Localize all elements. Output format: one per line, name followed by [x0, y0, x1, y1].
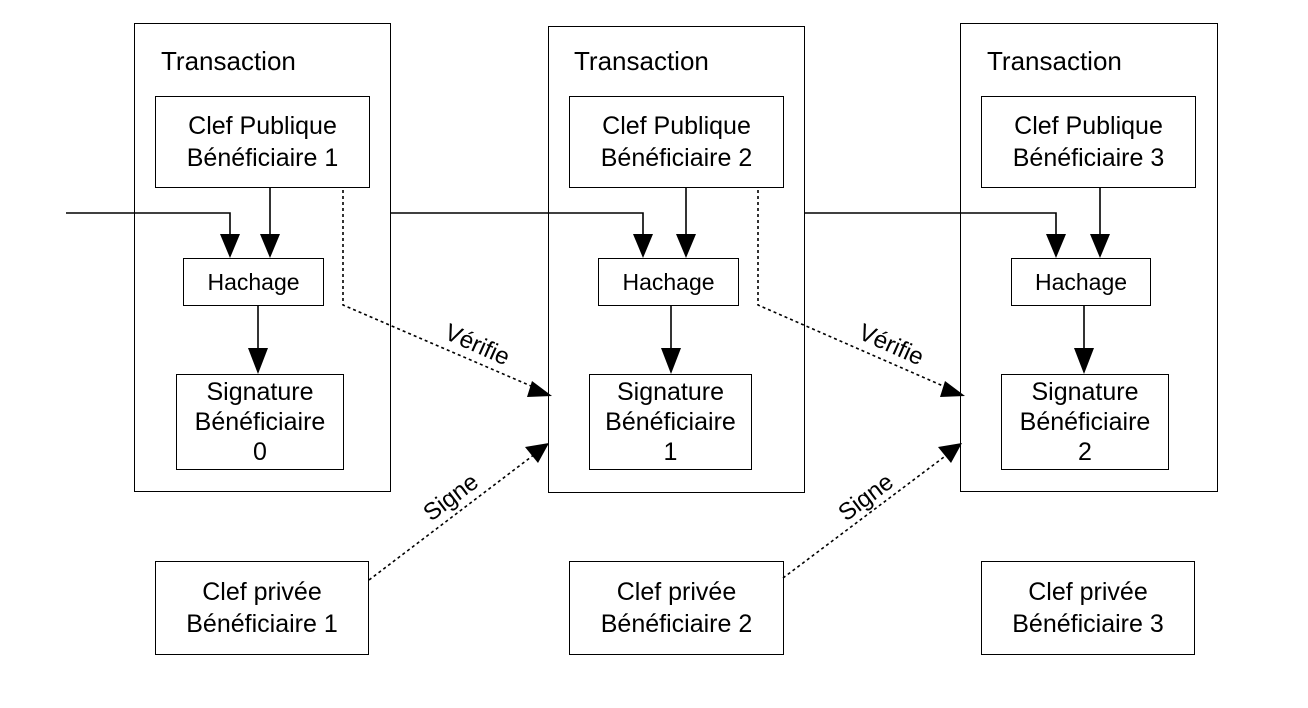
sign-dotted-line-2 [782, 453, 949, 579]
private-key-line2-3: Bénéficiaire 3 [1012, 610, 1164, 638]
signature-line1-3: Signature [1031, 378, 1139, 406]
arrowhead-pubkey-2 [676, 234, 696, 258]
arrowhead-hash-3 [1074, 348, 1094, 374]
public-key-line1-3: Clef Publique [1014, 112, 1163, 140]
arrowhead-sign-1 [525, 443, 549, 463]
verify-dotted-line-1 [342, 190, 539, 390]
signature-box-2: Signature Bénéficiaire 1 [589, 374, 752, 470]
arrowhead-sign-2 [938, 443, 962, 463]
chain-arrow-line-3 [805, 212, 1057, 236]
signature-box-3: Signature Bénéficiaire 2 [1001, 374, 1169, 470]
signature-line3-1: 0 [253, 438, 267, 466]
private-key-box-3: Clef privée Bénéficiaire 3 [981, 561, 1195, 655]
hash-label-1: Hachage [207, 269, 300, 295]
public-key-line2-3: Bénéficiaire 3 [1012, 144, 1165, 172]
signature-line2-3: Bénéficiaire [1019, 408, 1151, 436]
arrowhead-hash-1 [248, 348, 268, 374]
signature-line2-1: Bénéficiaire [194, 408, 326, 436]
hash-box-2: Hachage [598, 258, 739, 306]
public-key-line2-1: Bénéficiaire 1 [186, 144, 339, 172]
private-key-line1-1: Clef privée [202, 578, 322, 606]
arrowhead-pubkey-3 [1090, 234, 1110, 258]
private-key-line2-2: Bénéficiaire 2 [600, 610, 753, 638]
public-key-line2-2: Bénéficiaire 2 [600, 144, 753, 172]
transaction-title-2: Transaction [574, 46, 709, 76]
arrowhead-verify-2 [940, 381, 965, 397]
private-key-box-1: Clef privée Bénéficiaire 1 [155, 561, 369, 655]
signature-line2-2: Bénéficiaire [605, 408, 736, 436]
private-key-line2-1: Bénéficiaire 1 [186, 610, 338, 638]
signature-box-1: Signature Bénéficiaire 0 [176, 374, 344, 470]
public-key-box-1: Clef Publique Bénéficiaire 1 [155, 96, 370, 188]
hash-label-3: Hachage [1034, 269, 1128, 295]
signature-line3-2: 1 [663, 438, 678, 466]
public-key-box-2: Clef Publique Bénéficiaire 2 [569, 96, 784, 188]
hash-label-2: Hachage [622, 269, 715, 295]
chain-arrow-line-2 [391, 212, 644, 236]
verify-label-1: Vérifie [441, 319, 514, 371]
transaction-title-3: Transaction [987, 46, 1122, 76]
arrowhead-hash-2 [661, 348, 681, 374]
public-key-line1-1: Clef Publique [188, 112, 337, 140]
sign-dotted-line-1 [368, 453, 536, 581]
private-key-line1-3: Clef privée [1028, 578, 1148, 606]
public-key-line1-2: Clef Publique [602, 112, 751, 140]
arrowhead-chain-1 [220, 234, 240, 258]
signature-line1-1: Signature [206, 378, 314, 406]
private-key-box-2: Clef privée Bénéficiaire 2 [569, 561, 784, 655]
public-key-box-3: Clef Publique Bénéficiaire 3 [981, 96, 1196, 188]
transaction-title-1: Transaction [161, 46, 296, 76]
arrowhead-chain-3 [1046, 234, 1066, 258]
signature-line3-3: 2 [1078, 438, 1092, 466]
private-key-line1-2: Clef privée [616, 578, 737, 606]
arrowhead-verify-1 [527, 381, 552, 397]
arrowhead-pubkey-1 [260, 234, 280, 258]
signature-line1-2: Signature [616, 378, 725, 406]
hash-box-1: Hachage [183, 258, 324, 306]
verify-dotted-line-2 [757, 190, 951, 390]
arrowhead-chain-2 [633, 234, 653, 258]
hash-box-3: Hachage [1011, 258, 1151, 306]
chain-arrow-line-1 [66, 212, 231, 236]
